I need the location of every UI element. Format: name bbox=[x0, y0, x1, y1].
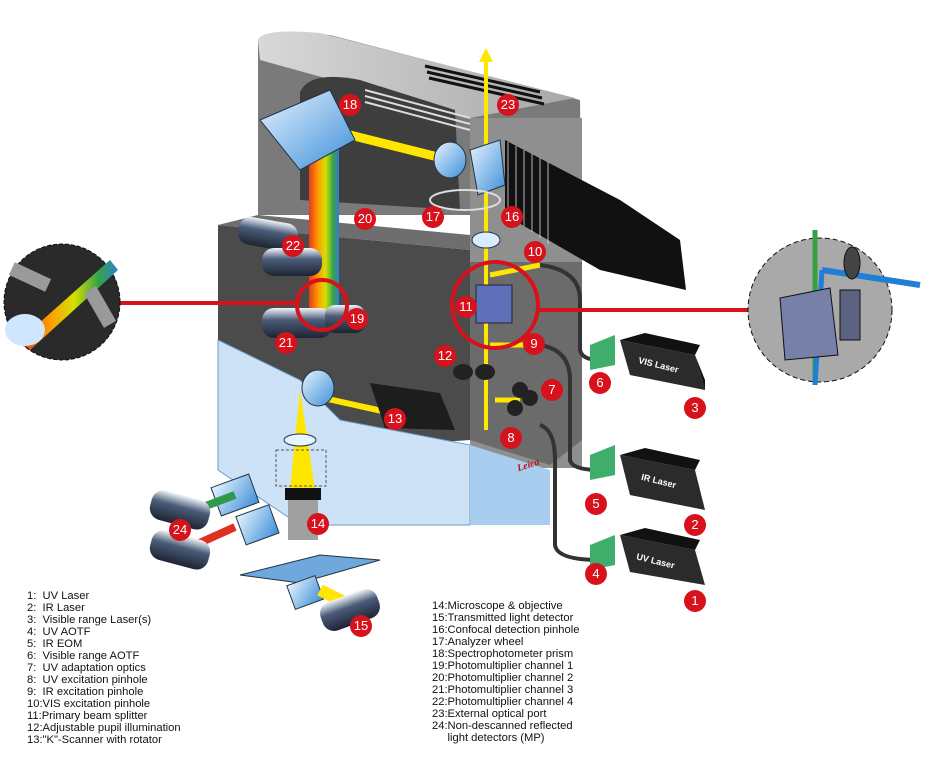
legend-item: 21:Photomultiplier channel 3 bbox=[432, 684, 574, 696]
objective-collar bbox=[285, 488, 321, 500]
fiber-cables bbox=[539, 263, 601, 562]
legend-item: 10:VIS excitation pinhole bbox=[27, 698, 151, 710]
pupil-illumination bbox=[453, 364, 473, 380]
marker-10: 10 bbox=[524, 241, 546, 263]
microscope bbox=[149, 433, 381, 631]
scanhead-housing bbox=[217, 31, 686, 526]
marker-23: 23 bbox=[497, 94, 519, 116]
marker-8: 8 bbox=[500, 427, 522, 449]
legend-item: 2: IR Laser bbox=[27, 602, 85, 614]
marker-14: 14 bbox=[307, 513, 329, 535]
laser-units bbox=[590, 333, 705, 585]
legend-item: 24:Non-descanned reflected bbox=[432, 720, 573, 732]
marker-13: 13 bbox=[384, 408, 406, 430]
legend-item: 20:Photomultiplier channel 2 bbox=[432, 672, 574, 684]
beam-splitter-upper bbox=[469, 139, 506, 196]
marker-3: 3 bbox=[684, 397, 706, 419]
marker-12: 12 bbox=[434, 345, 456, 367]
lens bbox=[433, 141, 467, 179]
legend-item: 17:Analyzer wheel bbox=[432, 636, 524, 648]
detail-bubble-left bbox=[3, 243, 121, 361]
marker-19: 19 bbox=[346, 308, 368, 330]
vis-laser-unit bbox=[590, 333, 705, 390]
marker-9: 9 bbox=[523, 333, 545, 355]
detail-bubble-right bbox=[747, 230, 921, 386]
legend-item: 7: UV adaptation optics bbox=[27, 662, 146, 674]
marker-6: 6 bbox=[589, 372, 611, 394]
marker-18: 18 bbox=[339, 94, 361, 116]
legend-item: 5: IR EOM bbox=[27, 638, 83, 650]
ir-laser-unit bbox=[590, 445, 705, 510]
marker-22: 22 bbox=[282, 235, 304, 257]
pmt-channel-4 bbox=[262, 248, 322, 276]
marker-11: 11 bbox=[455, 296, 477, 318]
legend-item: 19:Photomultiplier channel 1 bbox=[432, 660, 574, 672]
legend-item: 8: UV excitation pinhole bbox=[27, 674, 148, 686]
legend-item: 18:Spectrophotometer prism bbox=[432, 648, 574, 660]
marker-21: 21 bbox=[275, 332, 297, 354]
analyzer-wheel bbox=[429, 189, 501, 211]
legend-item: 4: UV AOTF bbox=[27, 626, 91, 638]
marker-2: 2 bbox=[684, 514, 706, 536]
legend-item: 12:Adjustable pupil illumination bbox=[27, 722, 181, 734]
legend-item: 23:External optical port bbox=[432, 708, 547, 720]
spectrophotometer-prism bbox=[259, 89, 356, 171]
marker-15: 15 bbox=[350, 615, 372, 637]
nd-detector-2 bbox=[149, 530, 211, 570]
external-port-arrow bbox=[479, 48, 493, 62]
legend-item: 14:Microscope & objective bbox=[432, 600, 563, 612]
marker-1: 1 bbox=[684, 590, 706, 612]
legend-item: 11:Primary beam splitter bbox=[27, 710, 148, 722]
legend-item: 3: Visible range Laser(s) bbox=[27, 614, 152, 626]
marker-16: 16 bbox=[501, 206, 523, 228]
legend-left: 1: UV Laser 2: IR Laser 3: Visible range… bbox=[27, 590, 181, 746]
legend-item: 6: Visible range AOTF bbox=[27, 650, 140, 662]
callout-circle-19 bbox=[295, 278, 349, 332]
legend-item: 15:Transmitted light detector bbox=[432, 612, 574, 624]
marker-24: 24 bbox=[169, 519, 191, 541]
marker-20: 20 bbox=[354, 208, 376, 230]
legend-item: 13:"K"-Scanner with rotator bbox=[27, 734, 162, 746]
marker-4: 4 bbox=[585, 563, 607, 585]
callouts bbox=[120, 260, 752, 350]
legend-item: 16:Confocal detection pinhole bbox=[432, 624, 580, 636]
legend-item: 22:Photomultiplier channel 4 bbox=[432, 696, 574, 708]
callout-circle-11 bbox=[450, 260, 540, 350]
primary-beam-splitter bbox=[475, 284, 513, 324]
uv-adaptation-optics bbox=[507, 382, 538, 416]
marker-17: 17 bbox=[422, 206, 444, 228]
legend-item: 9: IR excitation pinhole bbox=[27, 686, 144, 698]
microscope-stage bbox=[239, 554, 381, 584]
marker-5: 5 bbox=[585, 493, 607, 515]
legend-right: 14:Microscope & objective 15:Transmitted… bbox=[432, 600, 579, 744]
legend-item: 1: UV Laser bbox=[27, 590, 90, 602]
marker-7: 7 bbox=[541, 379, 563, 401]
legend-item: light detectors (MP) bbox=[432, 732, 545, 744]
nd-detector-1 bbox=[149, 490, 211, 530]
tube-lens bbox=[471, 231, 501, 249]
uv-laser-unit bbox=[590, 528, 705, 585]
